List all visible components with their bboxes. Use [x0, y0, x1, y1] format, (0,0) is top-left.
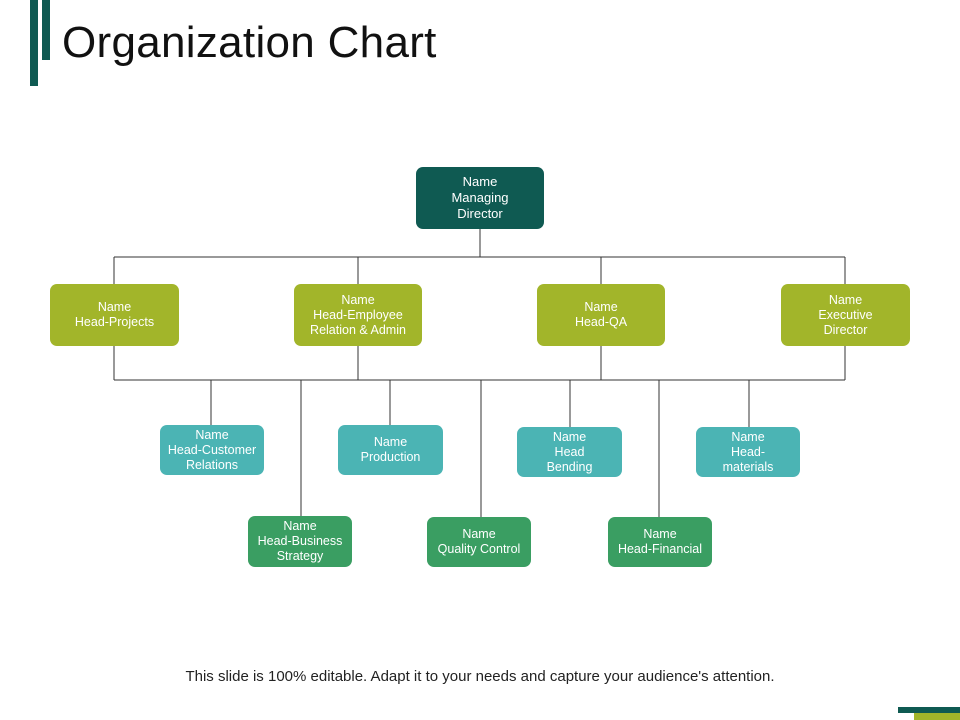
corner-accent-light	[914, 713, 960, 720]
node-line: Quality Control	[437, 542, 521, 556]
node-line: Name	[643, 527, 677, 541]
node-quality-control: Name Quality Control	[427, 517, 531, 567]
node-line: materials	[722, 459, 774, 474]
node-line: Name	[462, 527, 496, 541]
node-line: Director	[823, 322, 868, 337]
node-line: Director	[457, 206, 503, 221]
node-executive-director: Name Executive Director	[781, 284, 910, 346]
node-line: Name	[462, 174, 498, 189]
node-line: Head-Business	[257, 534, 343, 548]
node-line: Head-	[730, 444, 766, 459]
node-head-financial: Name Head-Financial	[608, 517, 712, 567]
node-line: Bending	[546, 459, 593, 474]
node-line: Name	[195, 427, 229, 442]
node-line: Relations	[185, 457, 239, 472]
node-line: Relation & Admin	[310, 322, 406, 337]
node-line: Managing	[451, 190, 509, 205]
node-line: Name	[731, 429, 765, 444]
node-line: Name	[584, 300, 618, 314]
node-head-business-strategy: Name Head-Business Strategy	[248, 516, 352, 567]
node-line: Head-QA	[574, 315, 628, 329]
node-line: Strategy	[276, 549, 324, 563]
node-head-bending: Name Head Bending	[517, 427, 622, 477]
node-head-qa: Name Head-QA	[537, 284, 665, 346]
accent-bar-secondary	[42, 0, 50, 60]
node-line: Head	[554, 444, 585, 459]
slide-title: Organization Chart	[62, 18, 437, 67]
node-line: Name	[283, 519, 317, 533]
node-line: Name	[552, 429, 587, 444]
node-head-materials: Name Head- materials	[696, 427, 800, 477]
node-line: Name	[97, 300, 132, 314]
slide-footer-note: This slide is 100% editable. Adapt it to…	[185, 668, 775, 685]
node-managing-director: Name Managing Director	[416, 167, 544, 229]
node-line: Name	[341, 292, 375, 307]
node-head-projects: Name Head-Projects	[50, 284, 179, 346]
node-line: Executive	[818, 307, 873, 322]
node-head-employee-relation: Name Head-Employee Relation & Admin	[294, 284, 422, 346]
accent-bar-dark	[30, 0, 38, 86]
node-line: Head-Customer	[167, 442, 257, 457]
node-line: Head-Financial	[617, 542, 703, 556]
node-line: Head-Employee	[313, 307, 403, 322]
node-line: Head-Projects	[74, 315, 155, 329]
corner-accent-dark	[898, 707, 960, 713]
node-head-customer-relations: Name Head-Customer Relations	[160, 425, 264, 475]
node-production: Name Production	[338, 425, 443, 475]
node-line: Name	[373, 435, 408, 449]
node-line: Production	[360, 450, 421, 464]
node-line: Name	[828, 292, 863, 307]
